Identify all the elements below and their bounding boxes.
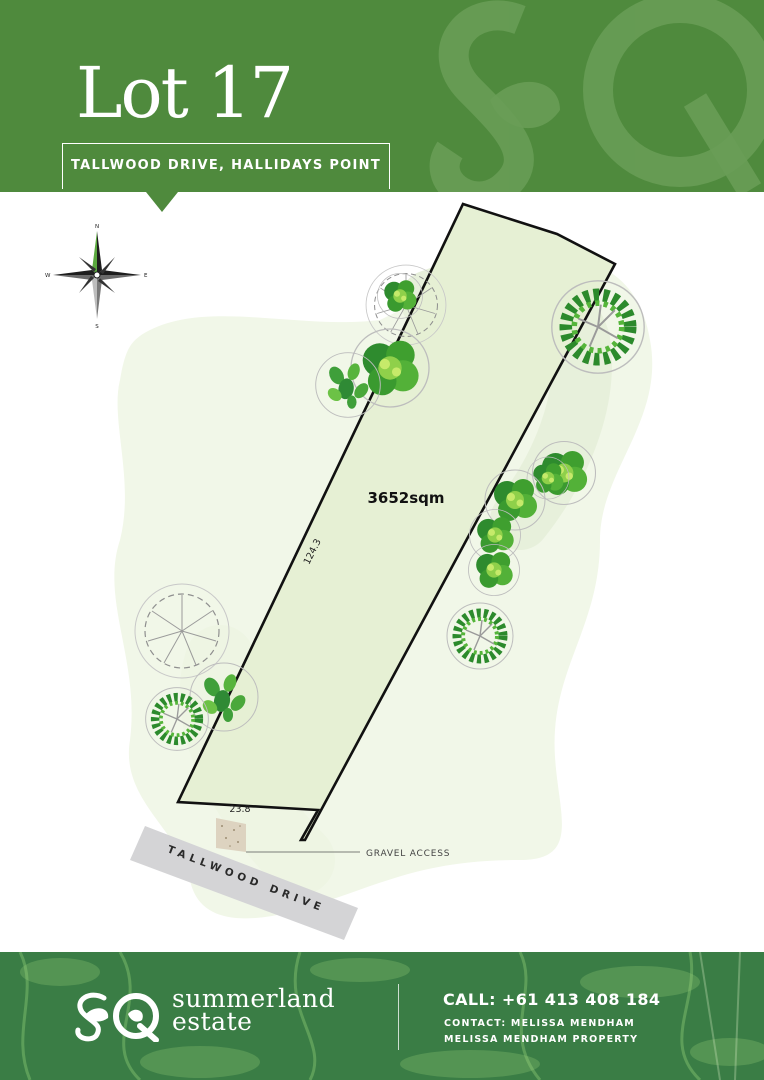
compass-east: E <box>144 273 148 279</box>
contact-name: CONTACT: MELISSA MENDHAM <box>444 1018 635 1029</box>
frontage-length: 23.8 <box>229 804 250 815</box>
agency-name: MELISSA MENDHAM PROPERTY <box>444 1034 639 1045</box>
address-label: TALLWOOD DRIVE, HALLIDAYS POINT <box>71 158 381 173</box>
lot-area: 3652sqm <box>367 489 444 507</box>
header-pointer <box>146 192 178 212</box>
call-number[interactable]: CALL: +61 413 408 184 <box>443 990 661 1009</box>
header-banner: Lot 17 TALLWOOD DRIVE, HALLIDAYS POINT <box>0 0 764 192</box>
lot-plan: N S E W TALLWOOD DRIVE GRAVEL ACCESS 365… <box>45 202 653 940</box>
compass-rose-icon: N S E W <box>45 224 148 330</box>
footer-divider <box>398 984 399 1050</box>
tree-icon <box>447 603 513 669</box>
address-box: TALLWOOD DRIVE, HALLIDAYS POINT <box>62 143 390 189</box>
access-label: GRAVEL ACCESS <box>366 849 450 859</box>
sq-monogram-watermark-icon <box>429 0 764 192</box>
compass-south: S <box>95 324 99 330</box>
eucalyptus-background <box>0 952 764 1080</box>
footer-banner: summerland estate CALL: +61 413 408 184 … <box>0 952 764 1080</box>
page-title: Lot 17 <box>76 52 294 134</box>
tree-icon <box>146 688 209 751</box>
sq-monogram-icon <box>75 992 159 1042</box>
brand-line-1: summerland <box>172 984 336 1013</box>
brand-name: summerland estate <box>172 984 336 1036</box>
tree-icon <box>552 281 644 373</box>
brand-line-2: estate <box>172 1006 253 1036</box>
compass-north: N <box>95 224 99 230</box>
compass-west: W <box>45 273 51 279</box>
lot-boundary <box>175 202 617 842</box>
gravel-access: GRAVEL ACCESS <box>216 818 450 859</box>
